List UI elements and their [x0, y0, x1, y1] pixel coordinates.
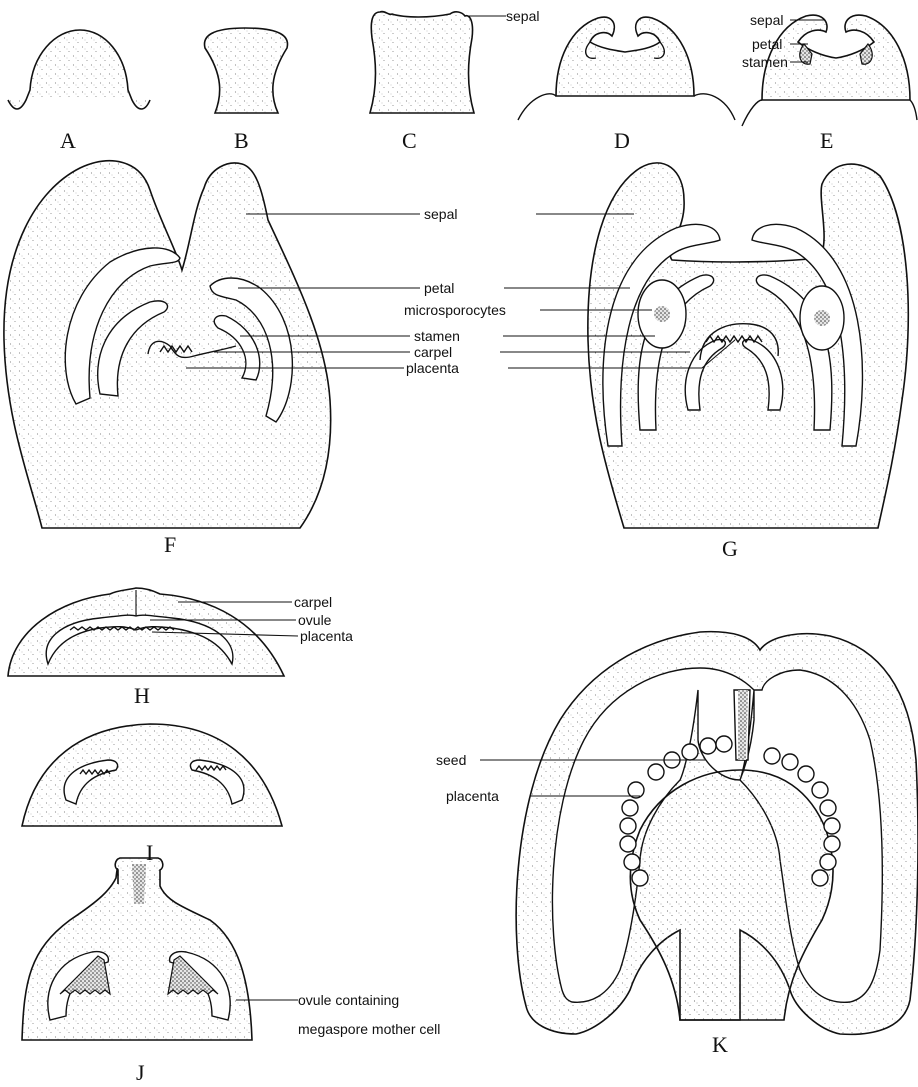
figure-letter-d: D	[614, 128, 630, 153]
figure-letter-b: B	[234, 128, 249, 153]
figure-letter-e: E	[820, 128, 833, 153]
figure-letter-k: K	[712, 1032, 728, 1057]
figure-letter-f: F	[164, 532, 176, 557]
figure-letter-g: G	[722, 536, 738, 561]
label-e-sepal: sepal	[750, 12, 783, 28]
figure-i: I	[22, 724, 282, 865]
figure-h: carpel ovule placenta H	[8, 588, 353, 708]
label-j-ovule-line1: ovule containing	[298, 992, 399, 1008]
figure-letter-h: H	[134, 683, 150, 708]
figure-letter-c: C	[402, 128, 417, 153]
label-c-sepal: sepal	[506, 8, 539, 24]
figure-letter-j: J	[136, 1060, 145, 1085]
figure-d: D	[518, 17, 735, 153]
figure-k: seed placenta K	[436, 632, 918, 1057]
label-fg-stamen: stamen	[414, 328, 460, 344]
label-j-ovule-line2: megaspore mother cell	[298, 1021, 440, 1037]
figure-c: sepal C	[370, 8, 539, 153]
label-fg-microsporocytes: microsporocytes	[404, 302, 506, 318]
label-fg-petal: petal	[424, 280, 454, 296]
label-h-ovule: ovule	[298, 612, 332, 628]
label-fg-sepal: sepal	[424, 206, 457, 222]
figure-e: sepal petal stamen E	[742, 12, 917, 153]
label-k-placenta: placenta	[446, 788, 499, 804]
label-h-carpel: carpel	[294, 594, 332, 610]
label-fg-placenta: placenta	[406, 360, 459, 376]
label-h-placenta: placenta	[300, 628, 353, 644]
figure-f	[4, 161, 331, 528]
figure-letter-a: A	[60, 128, 76, 153]
figure-a: A	[8, 30, 150, 153]
label-fg-carpel: carpel	[414, 344, 452, 360]
figure-b: B	[204, 28, 287, 153]
label-k-seed: seed	[436, 752, 466, 768]
label-e-stamen: stamen	[742, 54, 788, 70]
label-e-petal: petal	[752, 36, 782, 52]
figure-j: ovule containing megaspore mother cell J	[22, 858, 440, 1085]
figure-g	[588, 163, 908, 528]
